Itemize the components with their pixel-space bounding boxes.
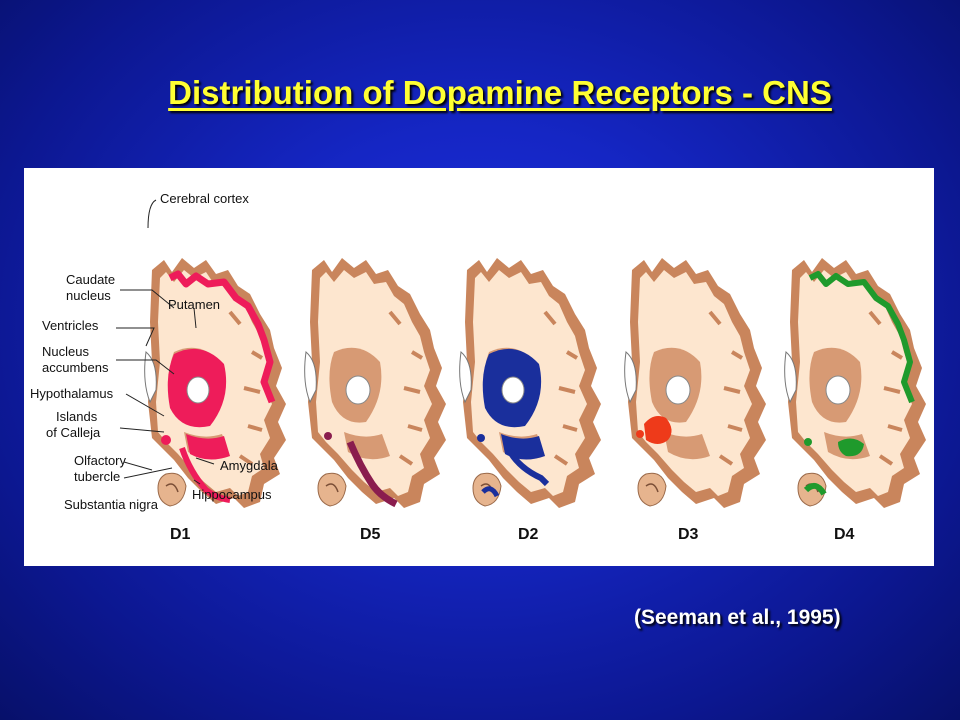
section-d2 — [460, 258, 601, 508]
label-hippocampus: Hippocampus — [192, 487, 272, 502]
brain-sections-svg: Cerebral cortex Caudate nucleus Putamen … — [30, 191, 934, 543]
section-d4 — [785, 258, 926, 508]
label-islands-line1: Islands — [56, 409, 98, 424]
slide-title: Distribution of Dopamine Receptors - CNS — [168, 74, 832, 111]
label-d5: D5 — [360, 526, 381, 543]
label-olfactory-line2: tubercle — [74, 469, 120, 484]
section-d3 — [625, 258, 766, 508]
label-olfactory-line1: Olfactory — [74, 453, 127, 468]
label-nucleus-line1: Nucleus — [42, 344, 89, 359]
label-d4: D4 — [834, 526, 855, 543]
leader-lines — [116, 199, 215, 485]
label-d1: D1 — [170, 526, 191, 543]
label-islands-line2: of Calleja — [46, 425, 101, 440]
label-cerebral-cortex: Cerebral cortex — [160, 191, 249, 206]
label-putamen: Putamen — [168, 297, 220, 312]
label-caudate-line2: nucleus — [66, 288, 111, 303]
label-ventricles: Ventricles — [42, 318, 99, 333]
label-amygdala: Amygdala — [220, 458, 279, 473]
section-d5 — [305, 258, 446, 508]
label-caudate-line1: Caudate — [66, 272, 115, 287]
brain-sections-figure: Cerebral cortex Caudate nucleus Putamen … — [24, 168, 934, 566]
label-d3: D3 — [678, 526, 699, 543]
citation: (Seeman et al., 1995) — [634, 606, 841, 629]
label-hypothalamus: Hypothalamus — [30, 386, 114, 401]
section-d1 — [145, 258, 286, 508]
label-d2: D2 — [518, 526, 539, 543]
label-nucleus-line2: accumbens — [42, 360, 109, 375]
label-substantia-nigra: Substantia nigra — [64, 497, 159, 512]
